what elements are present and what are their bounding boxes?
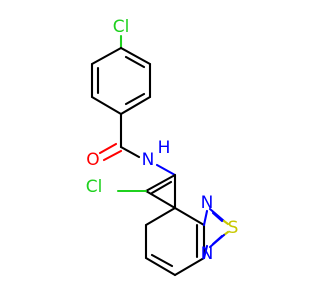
bond-c-n-left — [119, 145, 141, 159]
bond-ring-top-double-1 — [124, 55, 146, 69]
molecule-diagram: Cl O N H Cl N S N — [85, 17, 239, 277]
bond-n-s-double-bottom — [211, 234, 224, 246]
chlorine-atom-label-top: Cl — [113, 17, 130, 37]
oxygen-atom-label: O — [86, 150, 99, 170]
bond-n-s-double-top — [211, 211, 224, 223]
structure-canvas: Cl O N H Cl N S N — [86, 17, 239, 277]
bond-n-bottom — [202, 244, 209, 260]
bond-n-c-right — [155, 163, 177, 177]
bond-ring-top-3 — [119, 95, 152, 116]
bond-lower-double-2 — [150, 253, 174, 268]
bond-lower-ring-5 — [173, 256, 206, 277]
bond-s-top-color — [222, 219, 230, 226]
bond-lower-ring-2 — [144, 206, 177, 227]
bond-n-top — [202, 209, 209, 227]
bond-c-o-2 — [102, 149, 123, 162]
sulfur-atom-label: S — [228, 218, 239, 238]
bond-c-o-1 — [98, 142, 118, 155]
bond-lower-ring-4 — [144, 256, 177, 277]
amide-nitrogen-label: N — [142, 150, 155, 170]
bond-ring-top-4 — [90, 95, 123, 116]
bond-ring-top-6 — [90, 46, 123, 66]
bond-lower-ring-9 — [144, 173, 177, 193]
bond-ring-top-1 — [119, 46, 152, 66]
bond-layer — [90, 34, 230, 277]
bond-lower-ring-8 — [144, 189, 177, 210]
thiadiazole-nitrogen-top-label: N — [201, 193, 214, 213]
chlorine-atom-label-left: Cl — [86, 177, 103, 197]
amide-hydrogen-label: H — [158, 138, 171, 158]
atom-label-layer: Cl O N H Cl N S N — [86, 17, 239, 264]
bond-lower-ring-7 — [173, 206, 206, 227]
bond-n-s-top — [208, 207, 226, 223]
bond-lower-double-1 — [150, 180, 173, 195]
bond-ring-top-double-2 — [124, 92, 146, 106]
thiadiazole-nitrogen-bottom-label: N — [201, 244, 214, 264]
